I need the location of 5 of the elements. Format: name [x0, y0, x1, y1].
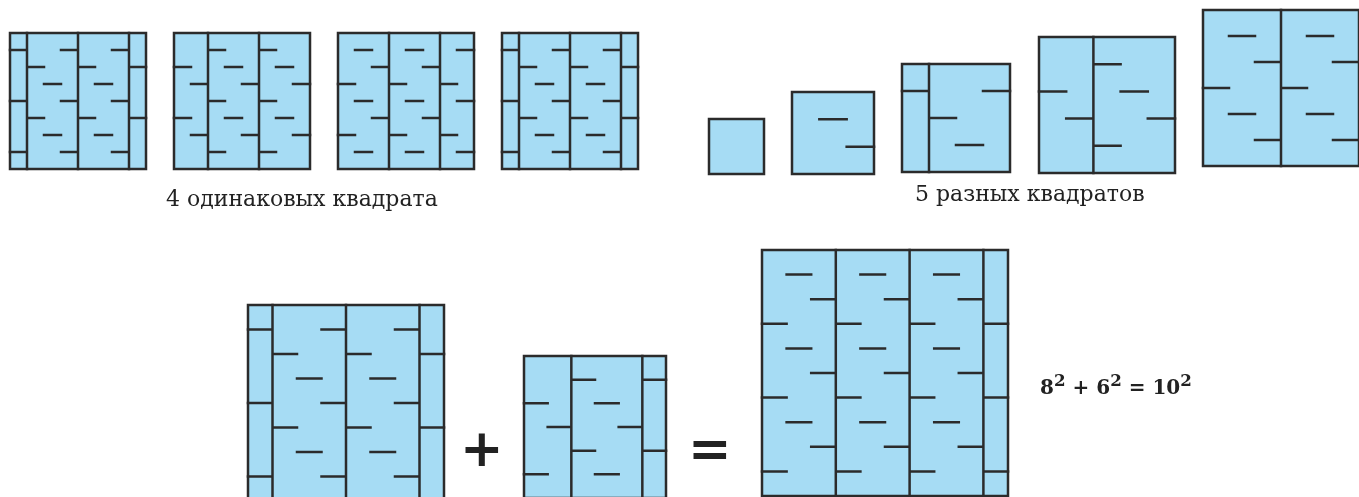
equation: 8$^{2}$ + 6$^{2}$ = 10$^{2}$: [1040, 370, 1192, 399]
plus-sign: +: [460, 418, 504, 478]
equals-sign: =: [688, 418, 732, 478]
caption: 5 разных квадратов: [915, 181, 1145, 206]
caption: 4 одинаковых квадрата: [166, 186, 438, 211]
